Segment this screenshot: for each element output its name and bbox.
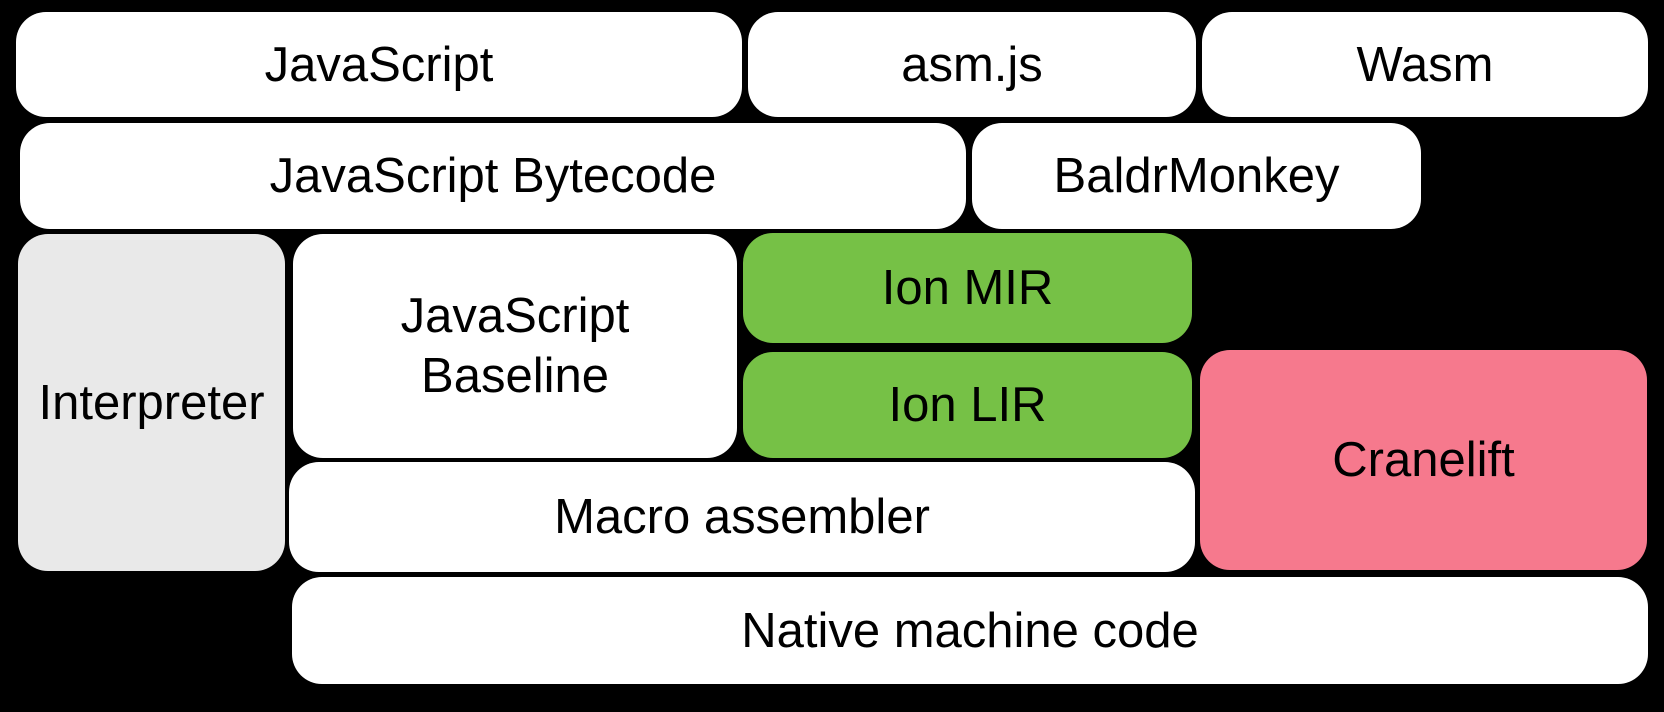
- box-javascript-bytecode: JavaScript Bytecode: [20, 123, 966, 229]
- box-wasm-label: Wasm: [1356, 37, 1494, 92]
- box-ion-mir-label: Ion MIR: [881, 261, 1054, 315]
- box-asmjs: asm.js: [748, 12, 1196, 117]
- box-baldrmonkey: BaldrMonkey: [972, 123, 1421, 229]
- box-javascript-baseline-line2: Baseline: [421, 349, 609, 403]
- box-interpreter: Interpreter: [18, 234, 285, 571]
- box-interpreter-label: Interpreter: [38, 375, 265, 430]
- box-javascript-label: JavaScript: [264, 37, 494, 92]
- box-javascript-baseline-line1: JavaScript: [400, 289, 630, 343]
- box-ion-lir: Ion LIR: [743, 352, 1192, 458]
- box-native-machine-code: Native machine code: [292, 577, 1648, 684]
- box-cranelift-label: Cranelift: [1332, 433, 1515, 487]
- box-javascript: JavaScript: [16, 12, 742, 117]
- box-javascript-baseline: JavaScript Baseline: [293, 234, 737, 458]
- box-ion-lir-label: Ion LIR: [888, 378, 1047, 432]
- box-macro-assembler-label: Macro assembler: [554, 490, 930, 544]
- box-wasm: Wasm: [1202, 12, 1648, 117]
- box-ion-mir: Ion MIR: [743, 233, 1192, 343]
- box-cranelift: Cranelift: [1200, 350, 1647, 570]
- box-baldrmonkey-label: BaldrMonkey: [1053, 149, 1340, 203]
- box-macro-assembler: Macro assembler: [289, 462, 1195, 572]
- box-asmjs-label: asm.js: [901, 37, 1043, 92]
- box-javascript-bytecode-label: JavaScript Bytecode: [269, 149, 717, 203]
- box-native-machine-code-label: Native machine code: [741, 603, 1199, 658]
